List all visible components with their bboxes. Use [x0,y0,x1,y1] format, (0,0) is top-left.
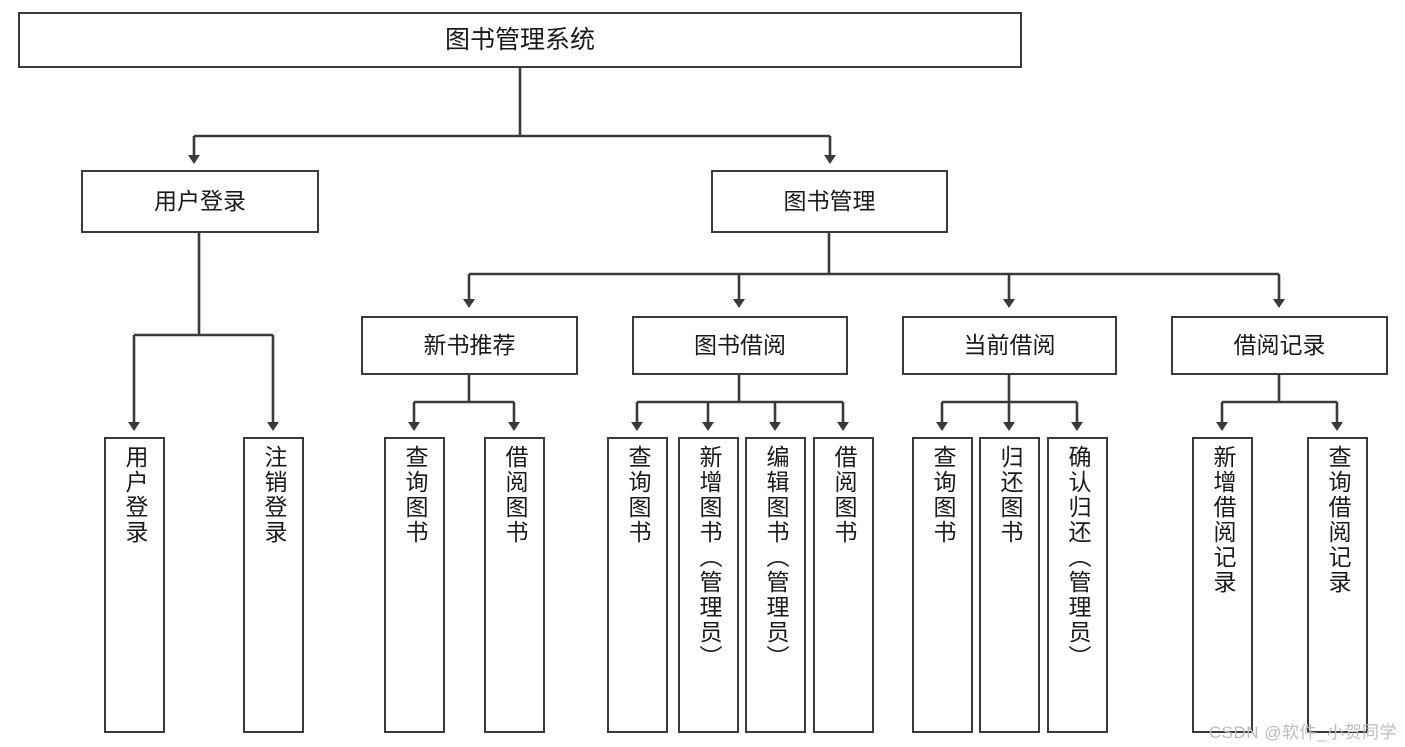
node-leaf-query-book-2[interactable]: 查询图书 [607,437,668,733]
node-leaf-borrow-book-1-label: 借阅图书 [502,445,528,545]
node-leaf-borrow-book-2[interactable]: 借阅图书 [813,437,874,733]
node-leaf-query-book-1[interactable]: 查询图书 [384,437,445,733]
node-leaf-query-record[interactable]: 查询借阅记录 [1307,437,1368,733]
node-root[interactable]: 图书管理系统 [18,12,1022,68]
node-book-borrow[interactable]: 图书借阅 [632,316,848,375]
node-borrow-record-label: 借阅记录 [1233,331,1326,358]
node-leaf-add-record-label: 新增借阅记录 [1210,445,1236,595]
node-leaf-add-book-label: 新增图书（管理员） [696,445,722,670]
node-leaf-query-book-2-label: 查询图书 [625,445,651,545]
node-leaf-query-book-3-label: 查询图书 [930,445,956,545]
node-leaf-edit-book[interactable]: 编辑图书（管理员） [745,437,806,733]
node-current-borrow[interactable]: 当前借阅 [902,316,1117,375]
node-leaf-logout-login[interactable]: 注销登录 [243,437,304,733]
node-leaf-confirm-return-label: 确认归还（管理员） [1065,445,1091,670]
node-leaf-query-book-1-label: 查询图书 [402,445,428,545]
node-leaf-query-record-label: 查询借阅记录 [1325,445,1351,595]
node-leaf-return-book-label: 归还图书 [997,445,1023,545]
node-book-borrow-label: 图书借阅 [694,331,786,358]
node-new-book-recommend-label: 新书推荐 [423,331,516,358]
node-new-book-recommend[interactable]: 新书推荐 [361,316,578,375]
node-leaf-user-login-label: 用户登录 [122,445,148,545]
node-user-login[interactable]: 用户登录 [81,170,319,233]
node-leaf-borrow-book-2-label: 借阅图书 [831,445,857,545]
node-borrow-record[interactable]: 借阅记录 [1171,316,1388,375]
node-leaf-logout-login-label: 注销登录 [261,445,287,545]
node-book-manage-label: 图书管理 [783,187,876,214]
node-leaf-add-record[interactable]: 新增借阅记录 [1192,437,1253,733]
node-book-manage[interactable]: 图书管理 [711,170,948,233]
node-root-label: 图书管理系统 [444,26,595,54]
node-leaf-query-book-3[interactable]: 查询图书 [912,437,973,733]
watermark: CSDN @软件_小贺同学 [1208,723,1397,742]
node-user-login-label: 用户登录 [154,187,246,214]
node-leaf-return-book[interactable]: 归还图书 [979,437,1040,733]
node-leaf-confirm-return[interactable]: 确认归还（管理员） [1047,437,1108,733]
node-leaf-add-book[interactable]: 新增图书（管理员） [678,437,739,733]
node-leaf-user-login[interactable]: 用户登录 [104,437,165,733]
node-current-borrow-label: 当前借阅 [963,331,1056,358]
node-leaf-borrow-book-1[interactable]: 借阅图书 [484,437,545,733]
node-leaf-edit-book-label: 编辑图书（管理员） [763,445,789,670]
